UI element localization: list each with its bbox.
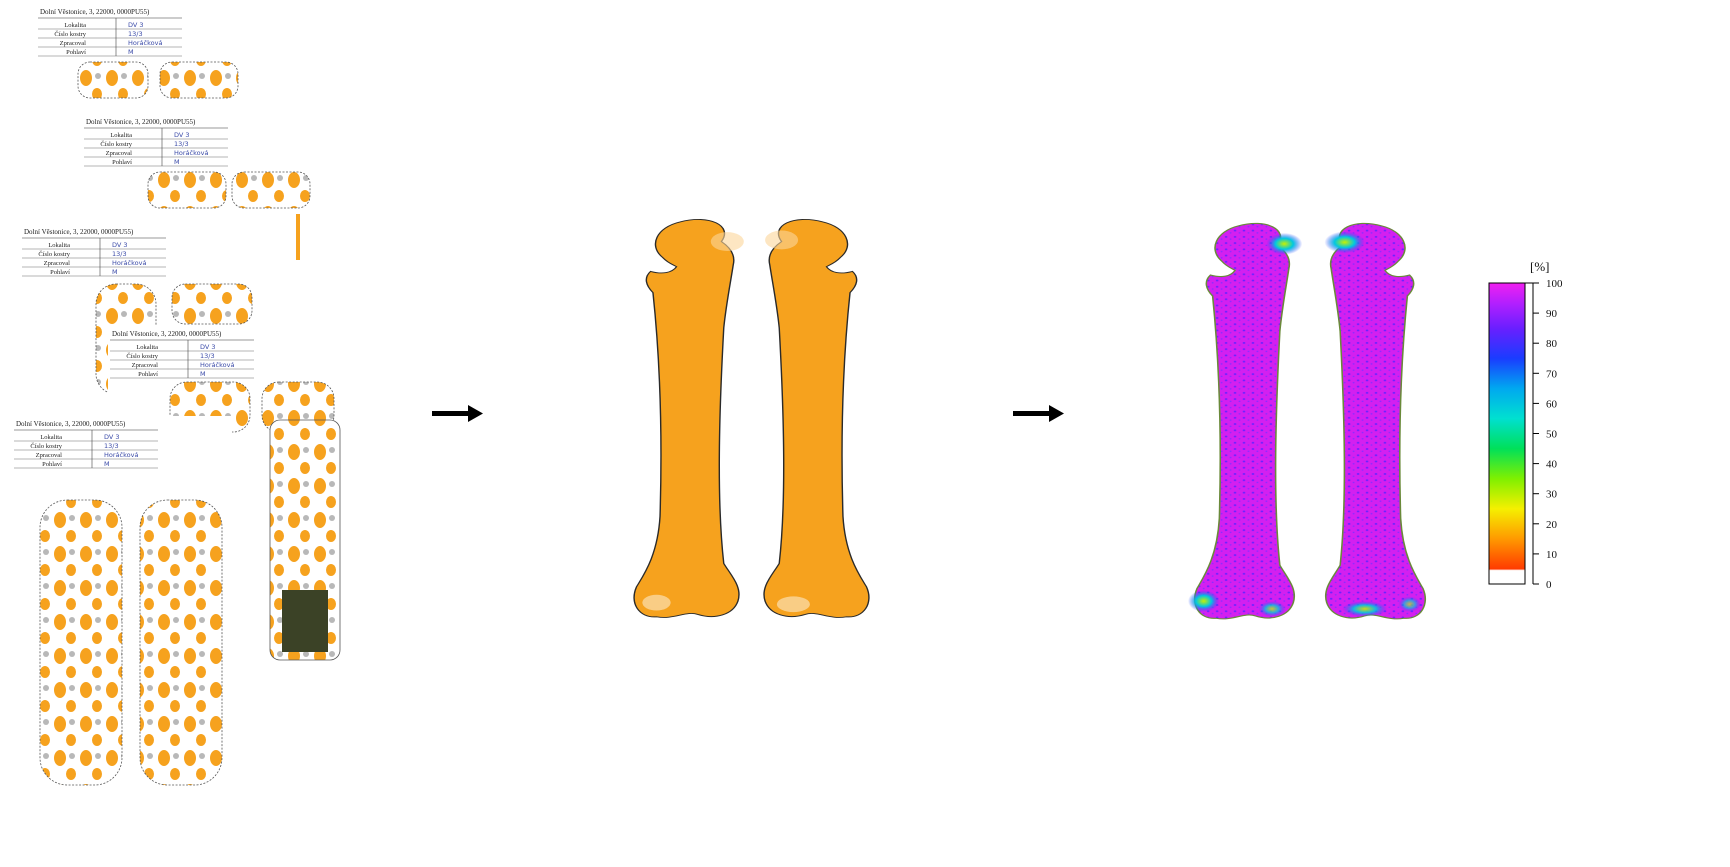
colorbar-tick-label: 0	[1546, 579, 1552, 591]
sheet-bone-sketch	[78, 62, 148, 98]
sheet-field-value: M	[200, 370, 206, 378]
sheet-field-value: DV 3	[128, 21, 144, 29]
sheet-bone-sketch	[40, 500, 122, 785]
sheet-field-label: Lokalita	[64, 22, 86, 29]
sheet-bone-sketch	[172, 284, 252, 324]
sheet-field-label: Číslo kostry	[100, 140, 132, 148]
sheet-header: Dolní Věstonice, 3, 22000, 0000PU55)	[24, 228, 134, 236]
femur-pair-heatmap	[1188, 223, 1425, 618]
sheet-field-value: 13/3	[112, 250, 127, 258]
sheet-field-label: Zpracoval	[60, 40, 87, 47]
sheet-field-value: Horáčková	[112, 259, 146, 267]
sheet-field-label: Lokalita	[48, 242, 70, 249]
colorbar-tick-label: 40	[1546, 459, 1558, 471]
sheet-bone-sketch	[160, 62, 238, 98]
sheet-field-value: Horáčková	[128, 39, 162, 47]
sheet-field-label: Zpracoval	[36, 452, 63, 459]
sheet-field-label: Lokalita	[40, 434, 62, 441]
sheet-field-label: Lokalita	[136, 344, 158, 351]
sheet-field-label: Pohlaví	[42, 461, 62, 468]
sheet-field-label: Zpracoval	[106, 150, 133, 157]
sheet-field-label: Číslo kostry	[38, 250, 70, 258]
femur-left-heatmap	[1188, 223, 1302, 618]
sheet-field-value: M	[104, 460, 110, 468]
sheet-field-value: DV 3	[174, 131, 190, 139]
colorbar-tick-label: 90	[1546, 308, 1558, 320]
colorbar-gradient	[1489, 283, 1525, 584]
sheet-field-label: Pohlaví	[138, 371, 158, 378]
colorbar-tick-label: 80	[1546, 338, 1558, 350]
sheet-field-label: Číslo kostry	[30, 442, 62, 450]
colorbar-tick-label: 20	[1546, 519, 1558, 531]
sheet-field-label: Číslo kostry	[54, 30, 86, 38]
sheet-field-value: DV 3	[104, 433, 120, 441]
sheet-field-value: 13/3	[128, 30, 143, 38]
sheet-field-value: Horáčková	[174, 149, 208, 157]
sheet-header: Dolní Věstonice, 3, 22000, 0000PU55)	[40, 8, 150, 16]
colorbar-tick-label: 60	[1546, 398, 1558, 410]
sheet-field-value: M	[128, 48, 134, 56]
sheet-field-value: 13/3	[200, 352, 215, 360]
femur-left-orange	[634, 219, 744, 617]
sheet-field-label: Lokalita	[110, 132, 132, 139]
sheet-field-value: 13/3	[174, 140, 189, 148]
sheet-field-label: Pohlaví	[66, 49, 86, 56]
sheet-field-value: Horáčková	[200, 361, 234, 369]
sheet-bone-sketch	[148, 172, 226, 208]
sheet-field-value: M	[174, 158, 180, 166]
sheet-header: Dolní Věstonice, 3, 22000, 0000PU55)	[16, 420, 126, 428]
sheet-field-value: Horáčková	[104, 451, 138, 459]
record-sheet: Dolní Věstonice, 3, 22000, 0000PU55) Loka…	[12, 416, 232, 786]
colorbar-tick-label: 50	[1546, 429, 1558, 441]
sheet-field-label: Zpracoval	[44, 260, 71, 267]
sheet-field-value: DV 3	[112, 241, 128, 249]
femur-right-orange	[764, 219, 869, 617]
sheet-field-value: M	[112, 268, 118, 276]
sheet-header: Dolní Věstonice, 3, 22000, 0000PU55)	[86, 118, 196, 126]
arrow-right-icon	[432, 405, 483, 422]
colorbar-tick-label: 10	[1546, 549, 1558, 561]
colorbar-unit-label: [%]	[1530, 259, 1550, 274]
arrow-right-icon	[1013, 405, 1064, 422]
sheet-field-value: DV 3	[200, 343, 216, 351]
sheet-field-label: Číslo kostry	[126, 352, 158, 360]
sheet-field-label: Pohlaví	[112, 159, 132, 166]
colorbar-tick-label: 100	[1546, 278, 1563, 290]
record-sheet-stack: Dolní Věstonice, 3, 22000, 0000PU55) Loka…	[12, 4, 340, 786]
sheet-dark-patch	[282, 590, 328, 652]
sheet-field-value: 13/3	[104, 442, 119, 450]
sheet-field-label: Pohlaví	[50, 269, 70, 276]
sheet-field-label: Zpracoval	[132, 362, 159, 369]
record-sheet: Dolní Věstonice, 3, 22000, 0000PU55) Loka…	[36, 4, 238, 98]
colorbar-tick-label: 30	[1546, 489, 1558, 501]
femur-right-heatmap	[1324, 223, 1425, 618]
colorbar-tick-label: 70	[1546, 368, 1558, 380]
sheet-header: Dolní Věstonice, 3, 22000, 0000PU55)	[112, 330, 222, 338]
sheet-bone-sketch	[232, 172, 310, 208]
record-sheet: Dolní Věstonice, 3, 22000, 0000PU55) Loka…	[82, 114, 314, 208]
sheet-bone-sketch	[140, 500, 222, 785]
femur-pair-orange	[634, 219, 869, 617]
